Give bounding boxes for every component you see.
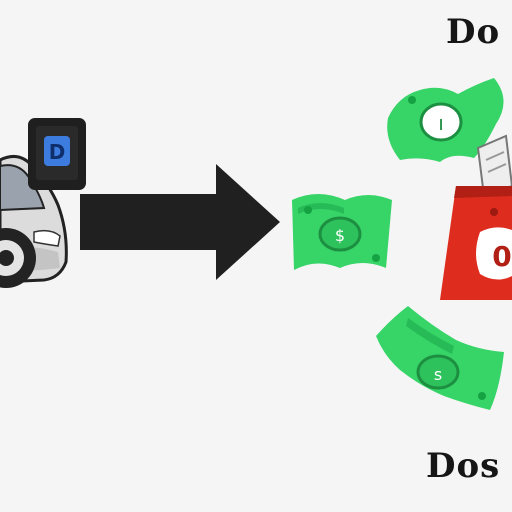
svg-text:ı: ı [438,111,444,135]
money-bill-icon: $ [292,194,392,270]
bottom-heading: Dos [426,446,500,486]
phone-letter: D [49,140,66,164]
svg-text:$: $ [335,226,345,245]
money-bill-icon: s [376,306,504,410]
bag-label: 0 [492,240,511,273]
top-heading: Do [446,12,500,52]
phone-icon: D [28,118,86,190]
svg-text:s: s [434,365,442,384]
wallet-icon: 0 [440,136,512,300]
arrow-right-icon [80,164,280,280]
